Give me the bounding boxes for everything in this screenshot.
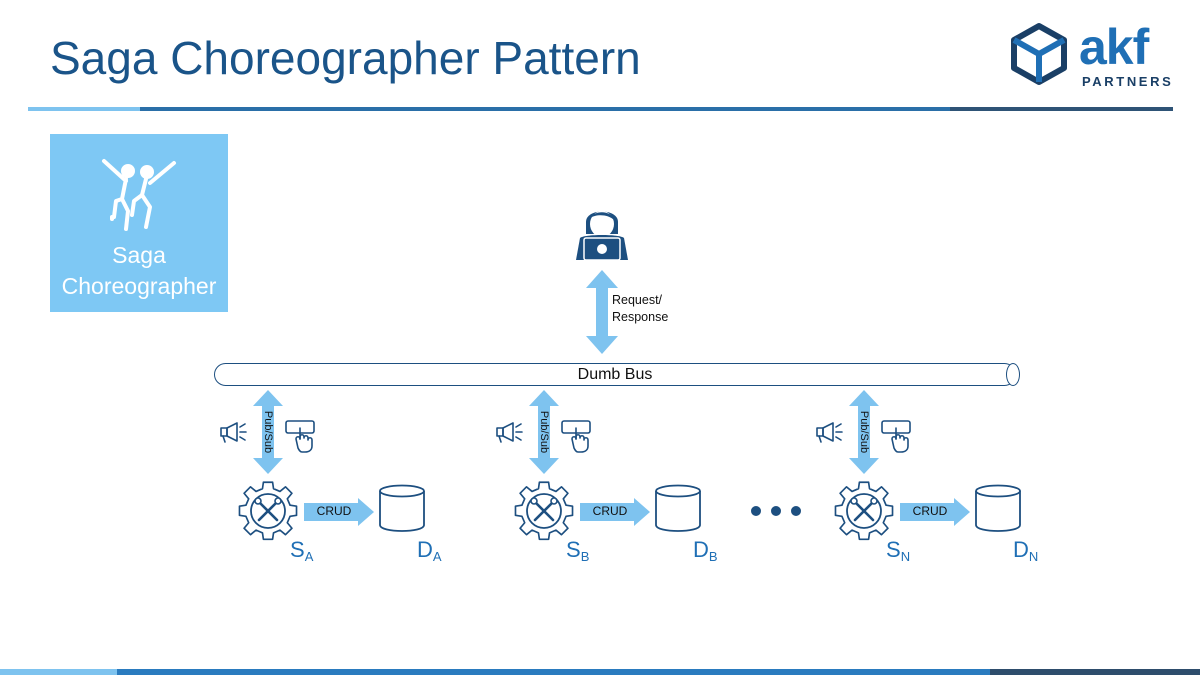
header-rule	[140, 107, 950, 111]
updown-arrow	[849, 390, 879, 474]
response-label: Response	[612, 310, 669, 324]
database-subscript: A	[432, 549, 442, 564]
footer-rule	[117, 669, 990, 675]
footer-rule	[0, 669, 117, 675]
gear-tools-icon	[514, 481, 574, 541]
click-button-icon	[561, 420, 591, 453]
akf-logo	[1008, 22, 1173, 92]
database-letter: D	[693, 537, 709, 562]
gear-tools-icon	[238, 481, 298, 541]
service-subscript: B	[580, 549, 590, 564]
pub-sub-label: Pub/Sub	[538, 410, 550, 454]
crud-label: CRUD	[592, 504, 628, 518]
updown-arrow	[529, 390, 559, 474]
tile-label-line2: Choreographer	[61, 273, 217, 299]
crud-arrow	[580, 498, 650, 526]
crud-label: CRUD	[912, 504, 948, 518]
database-letter: D	[1013, 537, 1029, 562]
database-icon	[379, 484, 425, 532]
service-subscript: N	[900, 549, 911, 564]
click-button-icon	[285, 420, 315, 453]
click-button-icon	[881, 420, 911, 453]
pub-sub-label: Pub/Sub	[262, 410, 274, 454]
cube-logo-icon	[1011, 23, 1067, 85]
gear-tools-icon	[834, 481, 894, 541]
request-label: Request/	[612, 293, 663, 307]
crud-arrow	[304, 498, 374, 526]
logo-wordmark: akf	[1079, 19, 1149, 75]
request-response-arrow	[586, 270, 618, 354]
service-letter: S	[566, 537, 581, 562]
updown-arrow	[253, 390, 283, 474]
database-icon	[655, 484, 701, 532]
database-icon	[975, 484, 1021, 532]
database-label: DA	[417, 538, 442, 569]
tile-label-line1: Saga	[112, 242, 166, 268]
service-label: SA	[290, 538, 313, 569]
service-subscript: A	[304, 549, 314, 564]
ellipsis-dots	[751, 506, 801, 516]
request-response-label: Request/ Response	[612, 292, 668, 326]
service-letter: S	[290, 537, 305, 562]
header-rule	[950, 107, 1173, 111]
tile-label: Saga Choreographer	[50, 240, 228, 302]
crud-label: CRUD	[316, 504, 352, 518]
page-title: Saga Choreographer Pattern	[50, 32, 641, 84]
pub-sub-label: Pub/Sub	[858, 410, 870, 454]
service-label: SB	[566, 538, 589, 569]
logo-subtitle: PARTNERS	[1082, 74, 1174, 89]
service-label: SN	[886, 538, 910, 569]
footer-rule	[990, 669, 1200, 675]
database-letter: D	[417, 537, 433, 562]
service-letter: S	[886, 537, 901, 562]
database-label: DN	[1013, 538, 1038, 569]
dumb-bus-label: Dumb Bus	[577, 366, 653, 383]
database-subscript: B	[708, 549, 718, 564]
megaphone-icon	[220, 422, 247, 443]
megaphone-icon	[496, 422, 523, 443]
saga-choreographer-tile	[50, 134, 228, 312]
dancers-icon	[102, 159, 176, 231]
crud-arrow	[900, 498, 970, 526]
dumb-bus-end	[1006, 363, 1020, 386]
header-rule	[28, 107, 140, 111]
database-label: DB	[693, 538, 718, 569]
database-subscript: N	[1028, 549, 1039, 564]
user-at-laptop-icon	[576, 211, 628, 261]
megaphone-icon	[816, 422, 843, 443]
